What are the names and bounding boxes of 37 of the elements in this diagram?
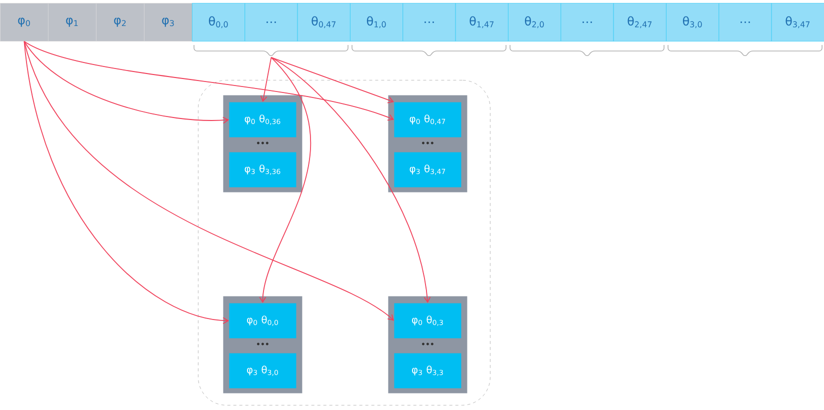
brace — [668, 44, 822, 56]
brace — [352, 44, 506, 56]
parameter-cell: … — [718, 3, 772, 42]
arrow — [270, 56, 431, 303]
arrow — [259, 56, 311, 303]
parameter-cell: φ$_{3}$ — [144, 3, 192, 42]
arrow — [24, 40, 229, 324]
parameter-cell: φ$_{2}$ — [96, 3, 144, 42]
parameter-pair-box: φ$_{3}$ θ$_{3,3}$ — [394, 353, 462, 388]
parameter-cell: θ$_{0,0}$ — [192, 3, 246, 42]
brace — [510, 44, 664, 56]
arrow — [24, 40, 229, 124]
parameter-cell: φ$_{1}$ — [48, 3, 96, 42]
parameter-pair-box: φ$_{3}$ θ$_{3,0}$ — [229, 353, 296, 388]
parameter-cell: θ$_{1,47}$ — [455, 3, 508, 42]
parameter-cell: … — [560, 3, 614, 42]
parameter-pair-box: φ$_{3}$ θ$_{3,47}$ — [394, 152, 462, 188]
dashed-group-box — [198, 80, 490, 406]
parameter-cell: … — [244, 3, 298, 42]
parameter-cell: θ$_{2,47}$ — [613, 3, 666, 42]
parameter-pair-box: φ$_{0}$ θ$_{0,3}$ — [394, 303, 462, 338]
parameter-pair-box: φ$_{0}$ θ$_{0,36}$ — [229, 102, 296, 138]
parameter-pair-box: φ$_{0}$ θ$_{0,0}$ — [229, 303, 296, 338]
brace — [194, 44, 348, 56]
parameter-cell: … — [402, 3, 456, 42]
arrow — [260, 56, 272, 102]
parameter-cell: φ$_{0}$ — [0, 3, 48, 42]
arrow — [270, 56, 394, 104]
parameter-pair-box: φ$_{3}$ θ$_{3,36}$ — [229, 152, 296, 188]
parameter-cell: θ$_{2,0}$ — [508, 3, 562, 42]
parameter-cell: θ$_{1,0}$ — [350, 3, 404, 42]
parameter-pair-box: φ$_{0}$ θ$_{0,47}$ — [394, 102, 462, 138]
parameter-cell: θ$_{0,47}$ — [297, 3, 350, 42]
parameter-cell: θ$_{3,0}$ — [666, 3, 720, 42]
parameter-cell: θ$_{3,47}$ — [771, 3, 824, 42]
arrow — [24, 40, 394, 121]
arrow — [24, 40, 394, 321]
